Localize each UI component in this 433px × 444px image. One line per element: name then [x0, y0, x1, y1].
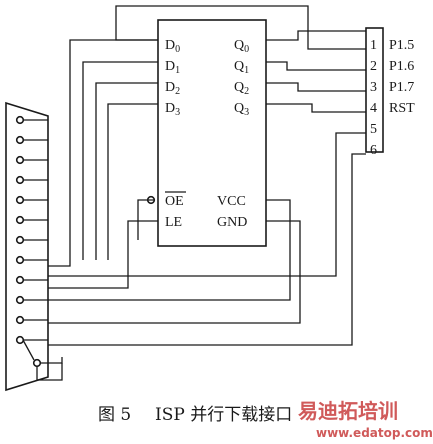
header-number: 1 — [370, 38, 377, 53]
signal-p1-6: P1.6 — [389, 59, 414, 74]
wire — [48, 220, 158, 289]
watermark-url: www.edatop.com — [316, 426, 433, 440]
figure-title: ISP 并行下载接口 — [155, 405, 292, 425]
pin-oe: OE — [165, 194, 184, 209]
header-number: 5 — [370, 122, 377, 137]
db25-connector — [5, 101, 49, 392]
pin-d1: D1 — [165, 59, 180, 76]
connector-pin — [15, 115, 25, 125]
signal-p1-7: P1.7 — [389, 80, 414, 95]
chip-body — [157, 19, 267, 247]
wire — [48, 199, 291, 301]
pin-q0: Q0 — [234, 38, 249, 55]
connector-pin — [15, 235, 25, 245]
pin-gnd: GND — [217, 215, 247, 230]
wire — [48, 220, 301, 324]
latch-chip: D0 D1 D2 D3 Q0 Q1 Q2 Q3 OE LE VCC GND — [146, 19, 267, 247]
connector-pin — [15, 335, 25, 345]
wire — [266, 103, 366, 113]
wire — [48, 39, 158, 267]
wire — [137, 199, 155, 240]
connector-pin — [15, 175, 25, 185]
wire — [48, 153, 366, 346]
connector-pin — [15, 215, 25, 225]
wire — [266, 61, 366, 71]
connector-pin — [15, 295, 25, 305]
connector-pin — [15, 315, 25, 325]
wire — [95, 82, 158, 260]
header-number: 2 — [370, 59, 377, 74]
connector-pin — [32, 358, 42, 368]
connector-pin — [15, 195, 25, 205]
header-number: 3 — [370, 80, 377, 95]
connector-pin — [15, 255, 25, 265]
signal-rst: RST — [389, 101, 415, 116]
pin-d0: D0 — [165, 38, 180, 55]
connector-pin — [15, 275, 25, 285]
connector-pin — [15, 135, 25, 145]
pin-d3: D3 — [165, 101, 180, 118]
signal-p1-5: P1.5 — [389, 38, 414, 53]
header-number: 4 — [370, 101, 377, 116]
header-number: 6 — [370, 143, 377, 158]
header-body — [365, 27, 384, 153]
wire — [48, 132, 366, 277]
pin-q1: Q1 — [234, 59, 249, 76]
watermark-brand: 易迪拓培训 — [298, 399, 398, 423]
wire — [36, 363, 63, 381]
pin-vcc: VCC — [217, 194, 246, 209]
wiring — [36, 5, 366, 381]
isp-header: 1 2 3 4 5 6 P1.5 P1.6 P1.7 RST — [365, 27, 415, 158]
wire — [266, 82, 366, 92]
wire — [82, 61, 158, 260]
wire — [107, 103, 158, 260]
connector-pin-leads — [22, 119, 48, 361]
pin-le: LE — [165, 215, 182, 230]
pin-d2: D2 — [165, 80, 180, 97]
wire — [266, 30, 366, 41]
pin-q3: Q3 — [234, 101, 249, 118]
figure-number: 图 5 — [98, 405, 131, 425]
connector-pin — [15, 155, 25, 165]
pin-q2: Q2 — [234, 80, 249, 97]
